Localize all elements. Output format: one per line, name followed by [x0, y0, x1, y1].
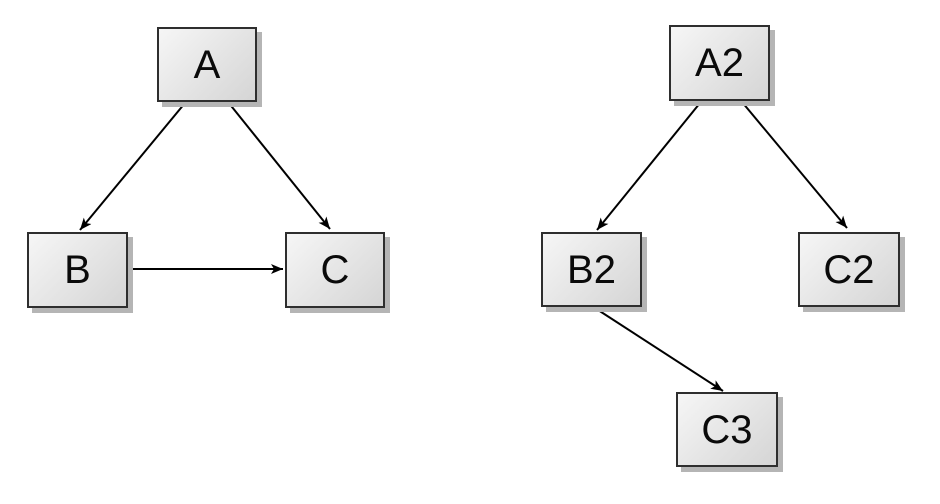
node-B-label: B — [64, 248, 91, 292]
edge-A2-B2[interactable] — [596, 102, 701, 231]
node-C2-label: C2 — [823, 247, 875, 292]
node-C-label: C — [320, 248, 350, 292]
node-A2-label: A2 — [695, 41, 744, 85]
node-B2-label: B2 — [567, 247, 616, 292]
edge-A2-C2[interactable] — [741, 101, 848, 229]
node-A-label: A — [193, 42, 221, 87]
node-B[interactable]: B — [27, 232, 128, 308]
edge-B2-C3[interactable] — [594, 307, 724, 392]
edge-A-C[interactable] — [227, 101, 331, 230]
node-B2[interactable]: B2 — [541, 232, 642, 307]
node-A2[interactable]: A2 — [669, 25, 770, 101]
node-C2[interactable]: C2 — [798, 232, 900, 307]
node-C3[interactable]: C3 — [676, 392, 778, 467]
edge-A-B[interactable] — [79, 102, 186, 231]
node-C3-label: C3 — [701, 407, 753, 452]
node-A[interactable]: A — [157, 27, 257, 102]
node-C[interactable]: C — [285, 232, 385, 308]
